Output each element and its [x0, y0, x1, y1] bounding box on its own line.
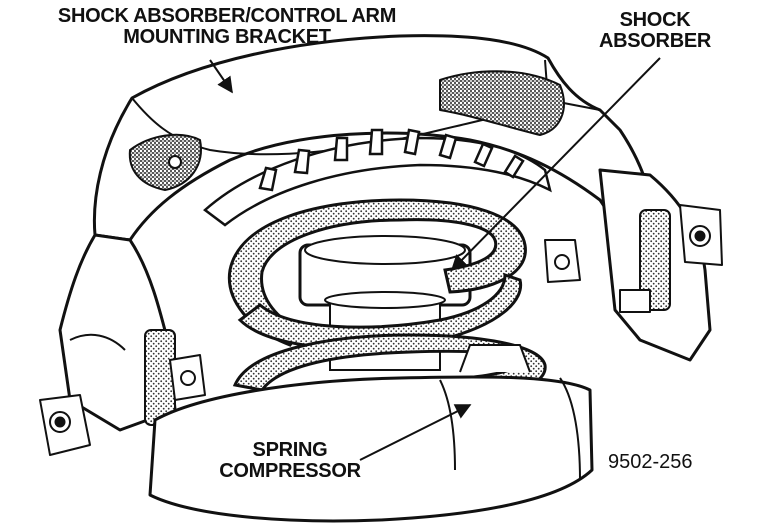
spring-seat — [203, 128, 552, 227]
mounting-bracket — [92, 34, 657, 262]
bracket-label-line2: MOUNTING BRACKET — [123, 26, 331, 48]
shock-label-line1: SHOCK — [619, 9, 691, 31]
spring-compressor-label: SPRING COMPRESSOR — [190, 440, 390, 482]
figure-code: 9502-256 — [608, 451, 693, 473]
left-bracket-arm — [39, 233, 206, 456]
right-bracket-arm — [544, 168, 723, 362]
shock-label-line2: ABSORBER — [598, 30, 712, 52]
shock-absorber-label: SHOCK ABSORBER — [580, 10, 730, 52]
bracket-label-line1: SHOCK ABSORBER/CONTROL ARM — [57, 5, 397, 27]
spring-compressor — [148, 344, 594, 523]
leader-lines — [209, 57, 661, 461]
spring-label-line2: COMPRESSOR — [219, 460, 361, 482]
bracket-label: SHOCK ABSORBER/CONTROL ARM MOUNTING BRAC… — [52, 6, 402, 48]
spring-label-line1: SPRING — [252, 439, 328, 461]
